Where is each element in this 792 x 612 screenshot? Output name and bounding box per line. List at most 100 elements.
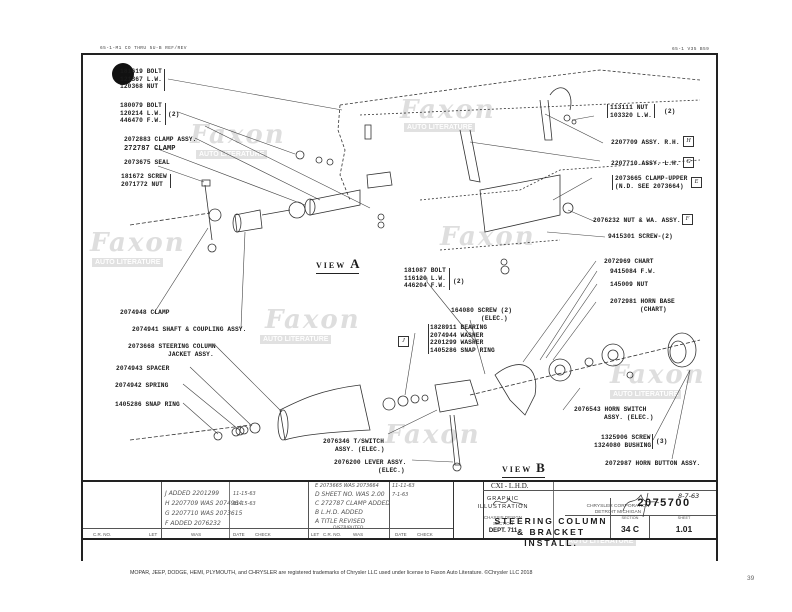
callout-horn-base: 2072981 HORN BASE(CHART) <box>610 298 675 313</box>
revision-date: 11-11-63 <box>392 483 415 489</box>
horn-base <box>548 358 572 382</box>
revision-box-letter: G <box>683 157 694 168</box>
turn-switch <box>434 379 479 413</box>
col-check: CHECK <box>417 532 433 537</box>
revision-row: G 2207710 WAS 2073615 <box>165 510 243 517</box>
model-designation: CXI - L.H.D. <box>491 482 529 490</box>
revision-box-letter: F <box>682 214 693 225</box>
title-block: J ADDED 2201299 H 2207709 WAS 2074964 G … <box>81 480 718 548</box>
callout-qty: (3) <box>656 438 668 445</box>
callout-qty: (2) <box>453 278 465 285</box>
callout-clamp-upper: 2073665 CLAMP-UPPER(N.D. SEE 2073664) <box>615 175 688 190</box>
drawing-header-code-left: 65-1-M1 CO THRU 5U-B REF/REV <box>100 46 187 51</box>
callout-chart: 2072969 CHART <box>604 258 654 265</box>
callout-screw-9415301: 9415301 SCREW-(2) <box>608 233 673 240</box>
callout-spring: 2074942 SPRING <box>115 382 169 389</box>
clamp <box>208 208 222 222</box>
drawing-date: 8-7-63 <box>678 492 700 500</box>
callout-spacer: 2074943 SPACER <box>116 365 170 372</box>
col-check: CHECK <box>255 532 271 537</box>
revision-box-letter: H <box>683 136 694 147</box>
revision-row: E 2073665 WAS 2073664 <box>315 483 379 489</box>
revision-box-letter: J <box>398 336 409 347</box>
signatures <box>492 492 660 517</box>
horn-base-chart <box>494 364 537 416</box>
revision-date: 11-15-63 <box>233 501 256 507</box>
callout-seal: 2073675 SEAL <box>124 159 170 166</box>
section-label: SECTION <box>621 516 639 520</box>
sheet-number: 1.01 <box>675 524 693 534</box>
revision-box-letter: E <box>691 177 702 188</box>
bracket-rh <box>539 99 553 141</box>
revision-row: F ADDED 2076232 <box>165 520 221 527</box>
revision-row: C 272787 CLAMP ADDED <box>315 500 391 507</box>
view-b-label: VIEW B <box>502 460 545 478</box>
revision-row: H 2207709 WAS 2074964 <box>165 500 243 507</box>
tube <box>309 189 361 216</box>
page-number: 39 <box>747 575 755 582</box>
watermark-subtext: AUTO LITERATURE <box>92 258 164 267</box>
callout-screw-164080: 164080 SCREW (2)(ELEC.) <box>451 307 513 322</box>
col-date: DATE <box>233 532 245 537</box>
revision-row: A TITLE REVISED <box>315 518 366 525</box>
revision-date: 11-15-63 <box>233 491 256 497</box>
callout-fw-9415084: 9415084 F.W. <box>610 268 656 275</box>
revision-date: 7-1-63 <box>392 492 409 498</box>
clamp-upper <box>479 174 561 233</box>
drawing-frame <box>81 53 718 561</box>
punch-hole-mark <box>112 63 134 85</box>
watermark-logo: Faxon <box>400 95 496 125</box>
lever <box>449 414 461 466</box>
col-let: LET <box>149 532 158 537</box>
callout-nut-145009: 145009 NUT <box>610 281 649 288</box>
revision-row: B L.H.D. ADDED <box>315 509 363 516</box>
callout-nut-wa-assy: 2076232 NUT & WA. ASSY. <box>593 217 681 224</box>
drawing-number: 2075700 <box>637 497 691 509</box>
watermark-logo: Faxon <box>385 420 481 450</box>
watermark-logo: Faxon <box>190 120 286 150</box>
horn-button <box>667 332 697 368</box>
callout-qty: (2) <box>168 111 180 118</box>
revision-row: J ADDED 2201299 <box>165 490 220 497</box>
coupling-cylinder <box>234 209 263 233</box>
callout-clamp: 272787 CLAMP <box>124 145 176 153</box>
watermark-logo: Faxon <box>440 222 536 252</box>
view-a-label: VIEW A <box>316 256 360 274</box>
watermark-logo: Faxon <box>90 228 186 258</box>
bracket <box>366 171 393 189</box>
callout-snap-ring: 1405286 SNAP RING <box>115 401 180 408</box>
bracket-lh <box>459 129 481 183</box>
col-cr-no: C.R. NO. <box>93 532 112 537</box>
callout-shaft-coupling: 2074941 SHAFT & COUPLING ASSY. <box>132 326 247 333</box>
watermark-subtext: AUTO LITERATURE <box>260 335 332 344</box>
col-date: DATE <box>395 532 407 537</box>
drawing-header-code-right: 65-1 V35 B59 <box>672 47 710 52</box>
watermark-logo: Faxon <box>265 305 361 335</box>
callout-qty: (2) <box>664 108 676 115</box>
callout-horn-button-assy: 2072987 HORN BUTTON ASSY. <box>605 460 701 467</box>
watermark-subtext: AUTO LITERATURE <box>565 537 637 546</box>
callout-clamp-assy: 2072883 CLAMP ASSY. <box>124 136 197 143</box>
column-jacket <box>279 384 371 441</box>
callout-assy-lh: 2207710 ASSY. L.H. <box>611 160 680 167</box>
revision-row: DISTRIBUTED <box>333 526 364 531</box>
col-cr-no: C.R. NO. <box>323 532 342 537</box>
drawing-title: STEERING COLUMN& BRACKET INSTALL. <box>494 516 608 548</box>
col-let: LET <box>311 532 320 537</box>
watermark-subtext: AUTO LITERATURE <box>610 390 682 399</box>
revision-row: D SHEET NO. WAS 2.00 <box>315 491 385 498</box>
sheet-label: SHEET <box>677 516 691 520</box>
callout-clamp-2074948: 2074948 CLAMP <box>120 309 170 316</box>
dash-panel-outline <box>339 69 701 106</box>
callout-lever-assy: 2076200 LEVER ASSY.(ELEC.) <box>334 459 407 474</box>
